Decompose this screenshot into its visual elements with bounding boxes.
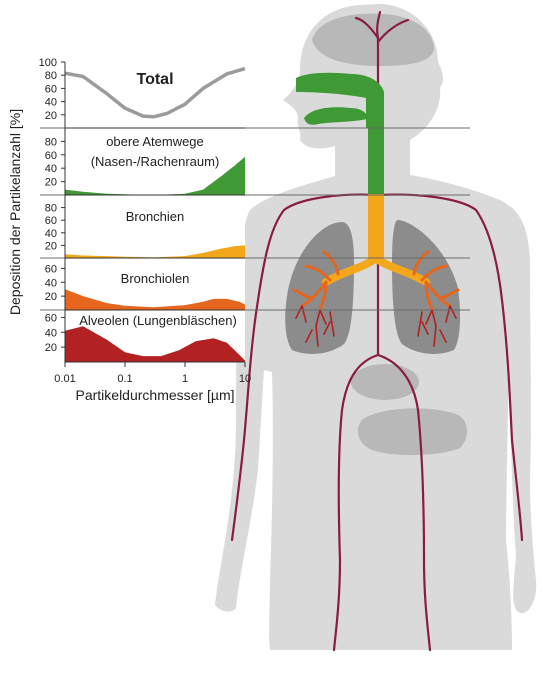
x-tick-label: 10 xyxy=(239,373,251,385)
y-tick-label: 20 xyxy=(45,110,57,122)
y-tick-label: 100 xyxy=(39,57,57,69)
series-area xyxy=(65,245,245,258)
panel-title: Alveolen (Lungenbläschen) xyxy=(79,313,237,328)
y-tick-label: 20 xyxy=(45,342,57,354)
y-tick-label: 40 xyxy=(45,97,57,109)
airways xyxy=(292,72,460,347)
series-area xyxy=(65,326,245,362)
y-tick-label: 20 xyxy=(45,240,57,252)
trachea xyxy=(368,194,384,260)
x-tick-label: 0.01 xyxy=(54,373,75,385)
panel-4: 60 40 20 Bronchiolen xyxy=(45,257,245,310)
panel-subtitle: (Nasen-/Rachenraum) xyxy=(91,154,220,169)
nasal-cavity xyxy=(296,72,384,128)
y-tick-label: 60 xyxy=(45,263,57,275)
human-body-silhouette xyxy=(215,4,537,650)
series-line xyxy=(64,66,246,119)
y-tick-label: 60 xyxy=(45,215,57,227)
blood-vessels xyxy=(230,10,524,652)
brain-shape xyxy=(312,13,434,66)
stomach-shape xyxy=(351,364,419,400)
y-tick-label: 80 xyxy=(45,203,57,215)
x-tick-label: 1 xyxy=(182,373,188,385)
y-tick-label: 80 xyxy=(45,70,57,82)
y-tick-label: 80 xyxy=(45,136,57,148)
bronchiole-tree-left xyxy=(292,250,340,312)
y-tick-label: 60 xyxy=(45,83,57,95)
pharynx xyxy=(304,107,384,194)
series-area xyxy=(65,289,245,310)
y-tick-label: 40 xyxy=(45,277,57,289)
y-tick-label: 20 xyxy=(45,177,57,189)
x-axis-label: Partikeldurchmesser [µm] xyxy=(76,387,235,403)
chart-panel-background xyxy=(65,62,245,362)
series-area xyxy=(65,156,245,195)
panel-title: Bronchiolen xyxy=(121,271,190,286)
x-tick-label: 0.1 xyxy=(117,373,132,385)
panel-title: obere Atemwege xyxy=(106,134,204,149)
intestine-shape xyxy=(357,408,468,456)
panel-title: Total xyxy=(136,71,173,88)
y-tick-label: 60 xyxy=(45,312,57,324)
panel-title: Bronchien xyxy=(126,209,185,224)
panel-5: 60 40 20 Alveolen (Lungenbläschen) xyxy=(45,309,245,362)
y-tick-label: 20 xyxy=(45,291,57,303)
bronchiole-tree-right xyxy=(412,250,460,312)
y-tick-label: 40 xyxy=(45,228,57,240)
y-tick-label: 60 xyxy=(45,150,57,162)
y-axis-label: Deposition der Partikelanzahl [%] xyxy=(7,109,23,315)
y-tick-label: 40 xyxy=(45,327,57,339)
alveoli-branches xyxy=(295,305,457,347)
y-tick-label: 40 xyxy=(45,163,57,175)
